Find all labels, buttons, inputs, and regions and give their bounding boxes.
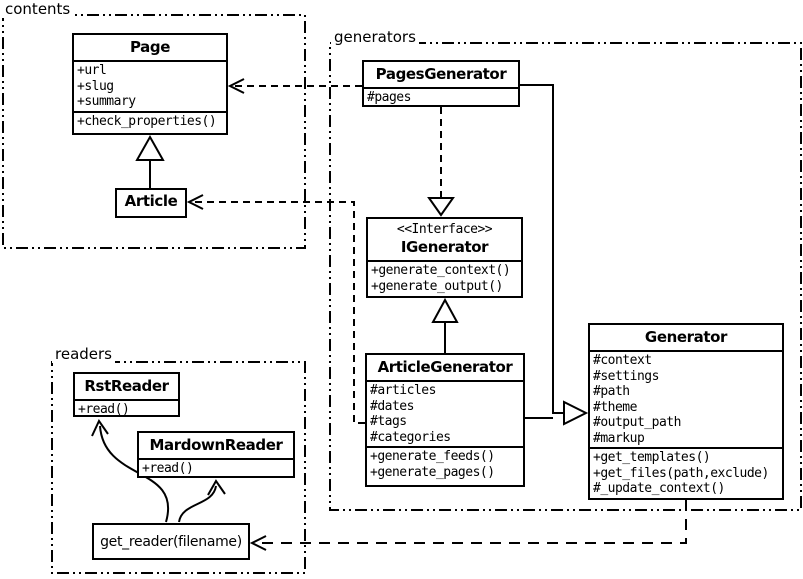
attribute: +slug [77, 78, 114, 94]
node-get-reader: get_reader(filename) [92, 523, 250, 560]
class-page: Page +url +slug +summary +check_properti… [72, 33, 228, 135]
class-article: Article [115, 188, 187, 218]
attribute: #settings [593, 368, 659, 384]
class-pagesgenerator-attributes: #pages [364, 87, 518, 105]
method: +generate_pages() [370, 464, 495, 480]
class-mardownreader-title: MardownReader [149, 436, 283, 454]
attribute: #tags [370, 414, 407, 429]
attribute: #articles [370, 383, 436, 398]
class-rstreader-methods: +read() [75, 399, 178, 417]
class-page-methods: +check_properties() [74, 110, 226, 134]
edge-generator-uses-getreader [249, 500, 687, 551]
class-igenerator-stereotype: <<Interface>> [396, 222, 493, 237]
package-generators-border [329, 42, 802, 511]
attribute: #markup [593, 430, 645, 446]
class-rstreader: RstReader +read() [73, 372, 180, 417]
class-generator-attributes: #context #settings #path #theme #output_… [590, 350, 782, 447]
class-mardownreader: MardownReader +read() [137, 431, 295, 478]
class-pagesgenerator: PagesGenerator #pages [362, 60, 520, 107]
method: +check_properties() [77, 113, 217, 129]
method: +get_files(path,exclude) [593, 465, 769, 481]
node-get-reader-label: get_reader(filename) [100, 533, 242, 550]
class-article-title: Article [124, 192, 178, 210]
class-page-title: Page [129, 38, 171, 56]
attribute: #path [593, 384, 630, 399]
class-igenerator-methods: +generate_context() +generate_output() [368, 260, 521, 296]
edge-pagesgenerator-implements-igenerator [427, 107, 455, 217]
attribute: #categories [370, 429, 451, 445]
method: +get_templates() [593, 450, 711, 465]
class-articlegenerator-methods: +generate_feeds() +generate_pages() [367, 446, 523, 485]
method: +generate_output() [371, 278, 503, 294]
method: +read() [142, 461, 194, 476]
edge-articlegenerator-uses-article [186, 194, 365, 424]
package-contents-border [2, 14, 306, 249]
attribute: #theme [593, 399, 637, 415]
class-page-attributes: +url +slug +summary [74, 60, 226, 111]
attribute: #context [593, 353, 652, 368]
attribute: #pages [367, 90, 411, 105]
method: +generate_feeds() [370, 449, 495, 464]
class-pagesgenerator-title: PagesGenerator [375, 65, 507, 83]
package-generators-label: generators [331, 29, 419, 46]
attribute: +summary [77, 94, 136, 109]
edge-article-extends-page [135, 134, 165, 188]
method: +read() [78, 402, 130, 417]
package-readers-label: readers [52, 346, 115, 363]
edge-pagesgenerator-uses-page [227, 78, 362, 94]
class-igenerator-title: IGenerator [400, 238, 489, 256]
class-articlegenerator-attributes: #articles #dates #tags #categories [367, 380, 523, 446]
class-articlegenerator-title: ArticleGenerator [377, 358, 513, 376]
class-articlegenerator: ArticleGenerator #articles #dates #tags … [365, 353, 525, 487]
edge-generators-extend-generator [520, 84, 589, 426]
edge-articlegenerator-implements-igenerator [431, 297, 459, 353]
edge-getreader-returns-mardownreader [178, 479, 226, 523]
package-readers-border [51, 361, 306, 574]
class-generator-title: Generator [644, 328, 728, 346]
class-igenerator: <<Interface>> IGenerator +generate_conte… [366, 217, 523, 298]
class-generator-methods: +get_templates() +get_files(path,exclude… [590, 447, 782, 498]
attribute: +url [77, 63, 107, 78]
class-mardownreader-methods: +read() [139, 458, 293, 476]
method: #_update_context() [593, 481, 725, 496]
class-generator: Generator #context #settings #path #them… [588, 323, 784, 500]
attribute: #dates [370, 398, 414, 414]
package-contents-label: contents [2, 1, 74, 18]
attribute: #output_path [593, 415, 681, 430]
class-rstreader-title: RstReader [84, 377, 169, 395]
method: +generate_context() [371, 263, 511, 278]
